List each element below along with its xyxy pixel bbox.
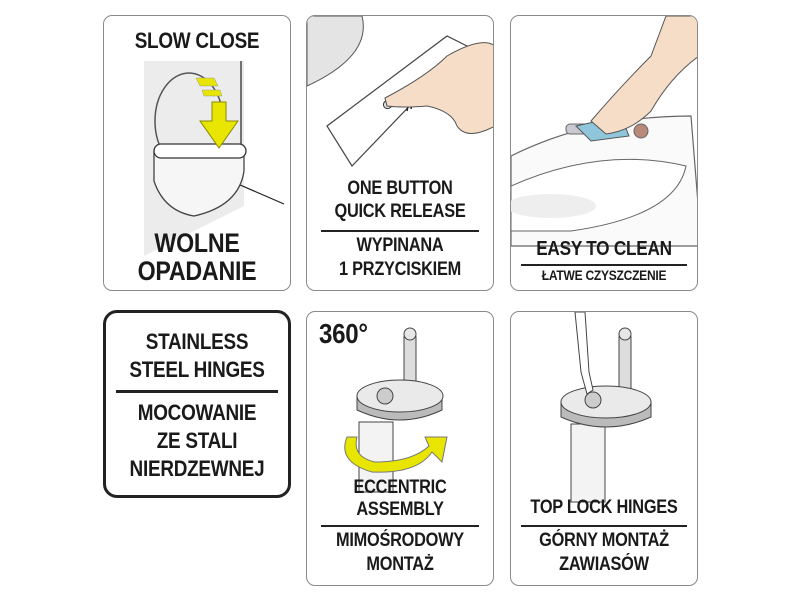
cleaning-hand-illustration [511,16,697,247]
eccentric-line2: ASSEMBLY [356,499,444,520]
divider [321,230,479,232]
latwe-czyszczenie: ŁATWE CZYSZCZENIE [541,267,667,283]
stainless-hinges-card: STAINLESS STEEL HINGES MOCOWANIE ZE STAL… [103,310,291,498]
gorny-montaz-line2: ZAWIASÓW [559,554,649,575]
easy-to-clean-title: EASY TO CLEAN [536,238,672,260]
360-degree-badge: 360° [319,318,368,349]
eccentric-line1: ECCENTRIC [353,477,447,498]
quick-release-card: ONE BUTTON QUICK RELEASE WYPINANA 1 PRZY… [306,15,494,291]
wolne-opadanie-line2: OPADANIE [137,256,257,286]
quick-release-button-illustration [307,16,493,167]
wolne-opadanie-line1: WOLNE [154,228,240,258]
one-button-line1: ONE BUTTON [347,178,453,199]
divider [521,264,687,266]
stainless-line1: STAINLESS [145,329,249,354]
mocowanie-line1: MOCOWANIE [137,400,257,425]
mimosrodowy-line2: MONTAŻ [366,554,434,575]
top-lock-hinges-card: TOP LOCK HINGES GÓRNY MONTAŻ ZAWIASÓW [510,311,698,586]
mocowanie-line3: NIERDZEWNEJ [129,456,265,481]
slow-close-title: SLOW CLOSE [134,28,260,53]
mocowanie-line2: ZE STALI [156,428,238,453]
wypinana-line1: WYPINANA [356,235,444,256]
mimosrodowy-line1: MIMOŚRODOWY [336,530,464,551]
easy-clean-card: EASY TO CLEAN ŁATWE CZYSZCZENIE [510,15,698,291]
top-lock-hinges-title: TOP LOCK HINGES [530,497,678,518]
one-button-line2: QUICK RELEASE [334,201,466,222]
divider [321,525,479,527]
wypinana-line2: 1 PRZYCISKIEM [339,259,461,280]
slow-close-card: SLOW CLOSE WOLNE OPADANIE [103,15,291,291]
divider [521,525,687,527]
top-lock-hinge-illustration [560,312,652,503]
eccentric-hinge-illustration [344,327,448,493]
eccentric-assembly-card: 360° ECCENTRIC ASSEMBLY MIMOŚRODOWY MONT… [306,311,494,586]
gorny-montaz-line1: GÓRNY MONTAŻ [539,530,669,551]
divider [116,390,278,393]
stainless-line2: STEEL HINGES [129,357,265,382]
toilet-slow-close-illustration [144,61,285,256]
